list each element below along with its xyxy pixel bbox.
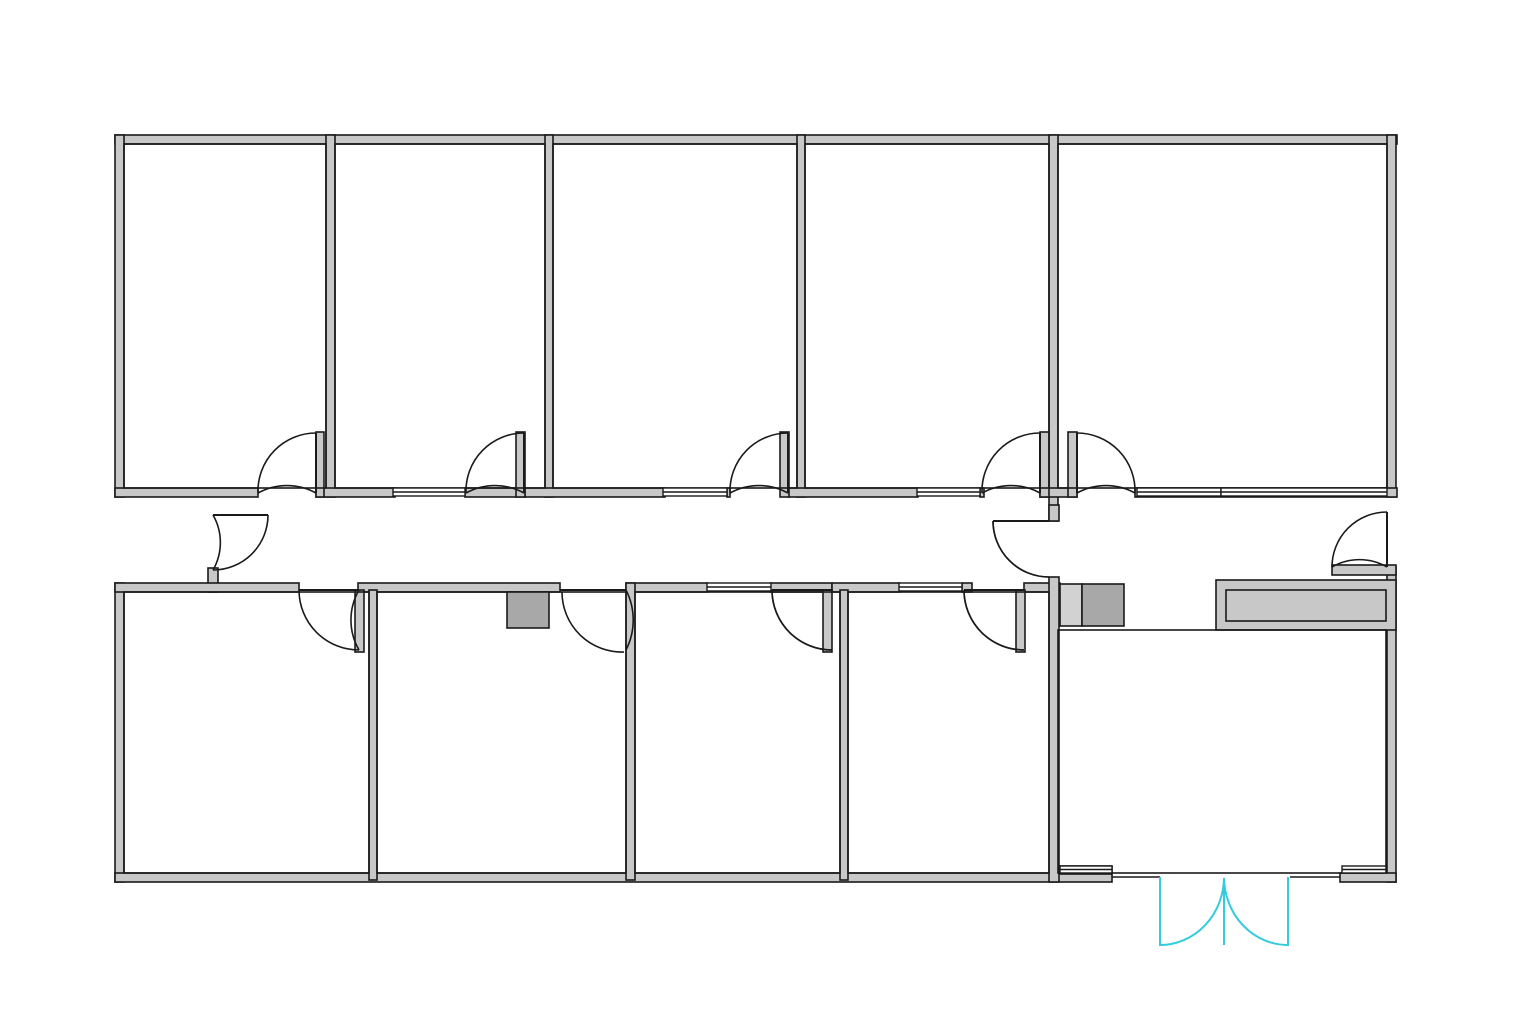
wall-segment bbox=[1339, 872, 1397, 883]
door-swing-icon bbox=[257, 432, 317, 494]
door-swing-icon bbox=[1076, 432, 1136, 494]
room-outline bbox=[804, 143, 1050, 489]
door-swing-icon bbox=[963, 591, 1025, 651]
door-swing-icon bbox=[992, 520, 1050, 578]
door-swing-icon bbox=[465, 484, 525, 494]
column-block bbox=[1081, 583, 1125, 627]
door-swing-icon bbox=[963, 589, 1025, 651]
door-swing-icon bbox=[1331, 558, 1388, 568]
wall-segment bbox=[1048, 504, 1060, 522]
wall-segment bbox=[357, 582, 561, 593]
column-block bbox=[506, 591, 550, 629]
wall-segment bbox=[315, 487, 396, 498]
door-swing-icon bbox=[625, 589, 635, 651]
door-swing-icon bbox=[771, 591, 833, 651]
wall-segment bbox=[114, 487, 259, 498]
room-outline bbox=[634, 591, 841, 874]
wall-segment bbox=[822, 589, 833, 653]
room-outline bbox=[123, 591, 370, 874]
door-swing-icon bbox=[992, 520, 1050, 578]
wall-segment bbox=[787, 487, 919, 498]
windows bbox=[392, 487, 1388, 874]
wall-segment bbox=[114, 134, 125, 498]
door-swing-icon bbox=[981, 484, 1041, 494]
room-outline bbox=[552, 143, 798, 489]
room-outline bbox=[123, 143, 327, 489]
wall-segment bbox=[1215, 579, 1397, 631]
wall-segment bbox=[1386, 134, 1397, 498]
door-swing-icon bbox=[1331, 511, 1388, 568]
wall-segment bbox=[114, 582, 300, 593]
door-swing-icon bbox=[1076, 484, 1136, 494]
wall-segment bbox=[325, 134, 336, 498]
main-entrance bbox=[1112, 876, 1340, 947]
column-block bbox=[1059, 583, 1083, 627]
door-swing-icon bbox=[350, 589, 360, 651]
doors bbox=[212, 432, 1388, 653]
wall-segment bbox=[114, 134, 1398, 145]
room-outline bbox=[334, 143, 546, 489]
room-outline bbox=[376, 591, 627, 874]
wall-segment bbox=[1048, 134, 1059, 522]
wall-segment bbox=[544, 134, 554, 498]
wall-segment bbox=[114, 872, 1113, 883]
door-swing-icon bbox=[981, 432, 1041, 494]
door-swing-icon bbox=[729, 432, 789, 494]
wall-segment bbox=[354, 589, 365, 653]
wall-segment bbox=[839, 589, 849, 881]
wall-segment bbox=[1015, 589, 1026, 653]
closet-outline bbox=[1225, 589, 1387, 622]
wall-segment bbox=[1331, 564, 1397, 576]
column-blocks bbox=[506, 583, 1125, 629]
wall-segment bbox=[114, 582, 125, 883]
walls bbox=[114, 134, 1398, 883]
lobby-outline bbox=[1057, 629, 1387, 874]
room-outline bbox=[847, 591, 1050, 874]
wall-segment bbox=[625, 582, 636, 881]
double-door-icon bbox=[1159, 877, 1289, 947]
wall-segment bbox=[625, 582, 709, 593]
room-outline bbox=[1057, 143, 1388, 489]
wall-segment bbox=[368, 589, 378, 881]
wall-segment bbox=[796, 134, 806, 498]
door-swing-icon bbox=[257, 484, 317, 494]
door-swing-icon bbox=[212, 514, 222, 571]
door-swing-icon bbox=[298, 589, 360, 651]
door-swing-icon bbox=[729, 484, 789, 494]
door-swing-icon bbox=[212, 514, 269, 571]
door-swing-icon bbox=[561, 591, 625, 653]
wall-segment bbox=[524, 487, 666, 498]
door-swing-icon bbox=[465, 432, 525, 494]
